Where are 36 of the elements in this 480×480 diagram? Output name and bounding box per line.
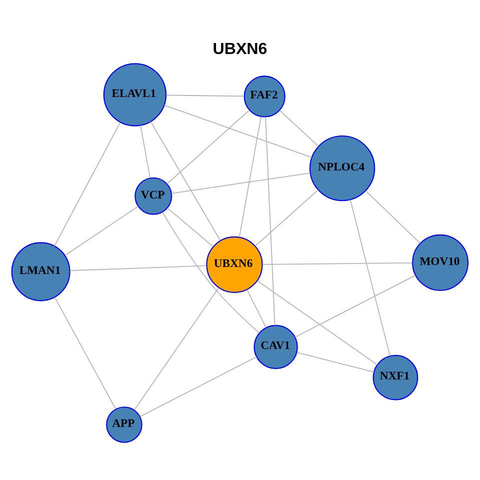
connector (262, 262, 413, 264)
connector (54, 296, 116, 409)
connector (246, 288, 266, 328)
node-circle: VCP (134, 176, 172, 214)
connector (265, 116, 276, 326)
connector (294, 274, 416, 338)
node-circle: FAF2 (244, 75, 286, 117)
connector (164, 104, 312, 158)
node-circle: ELAVL1 (103, 62, 167, 126)
node-circle: NXF1 (372, 354, 418, 400)
connector (350, 198, 390, 356)
connector (365, 190, 420, 244)
connector (166, 94, 244, 96)
connector (70, 264, 207, 271)
connector (134, 287, 219, 410)
connector (167, 207, 214, 246)
connector (279, 109, 320, 146)
connector (238, 116, 262, 238)
connector (171, 172, 311, 194)
connector (64, 205, 139, 256)
node-circle: MOV10 (412, 234, 469, 290)
connector (296, 351, 375, 372)
connector (257, 280, 378, 365)
node-circle: CAV1 (254, 324, 298, 369)
diagram-title: UBXN6 (212, 40, 268, 58)
node-circle: UBXN6 (206, 236, 263, 292)
connector (166, 109, 250, 184)
node-circle: LMAN1 (11, 242, 70, 301)
node-circle: NPLOC4 (309, 134, 376, 201)
connector (54, 121, 121, 246)
connector (140, 124, 151, 178)
connector (254, 188, 319, 246)
node-circle: APP (106, 406, 142, 442)
connector (162, 211, 260, 333)
connector (150, 120, 221, 240)
connector (140, 356, 258, 417)
